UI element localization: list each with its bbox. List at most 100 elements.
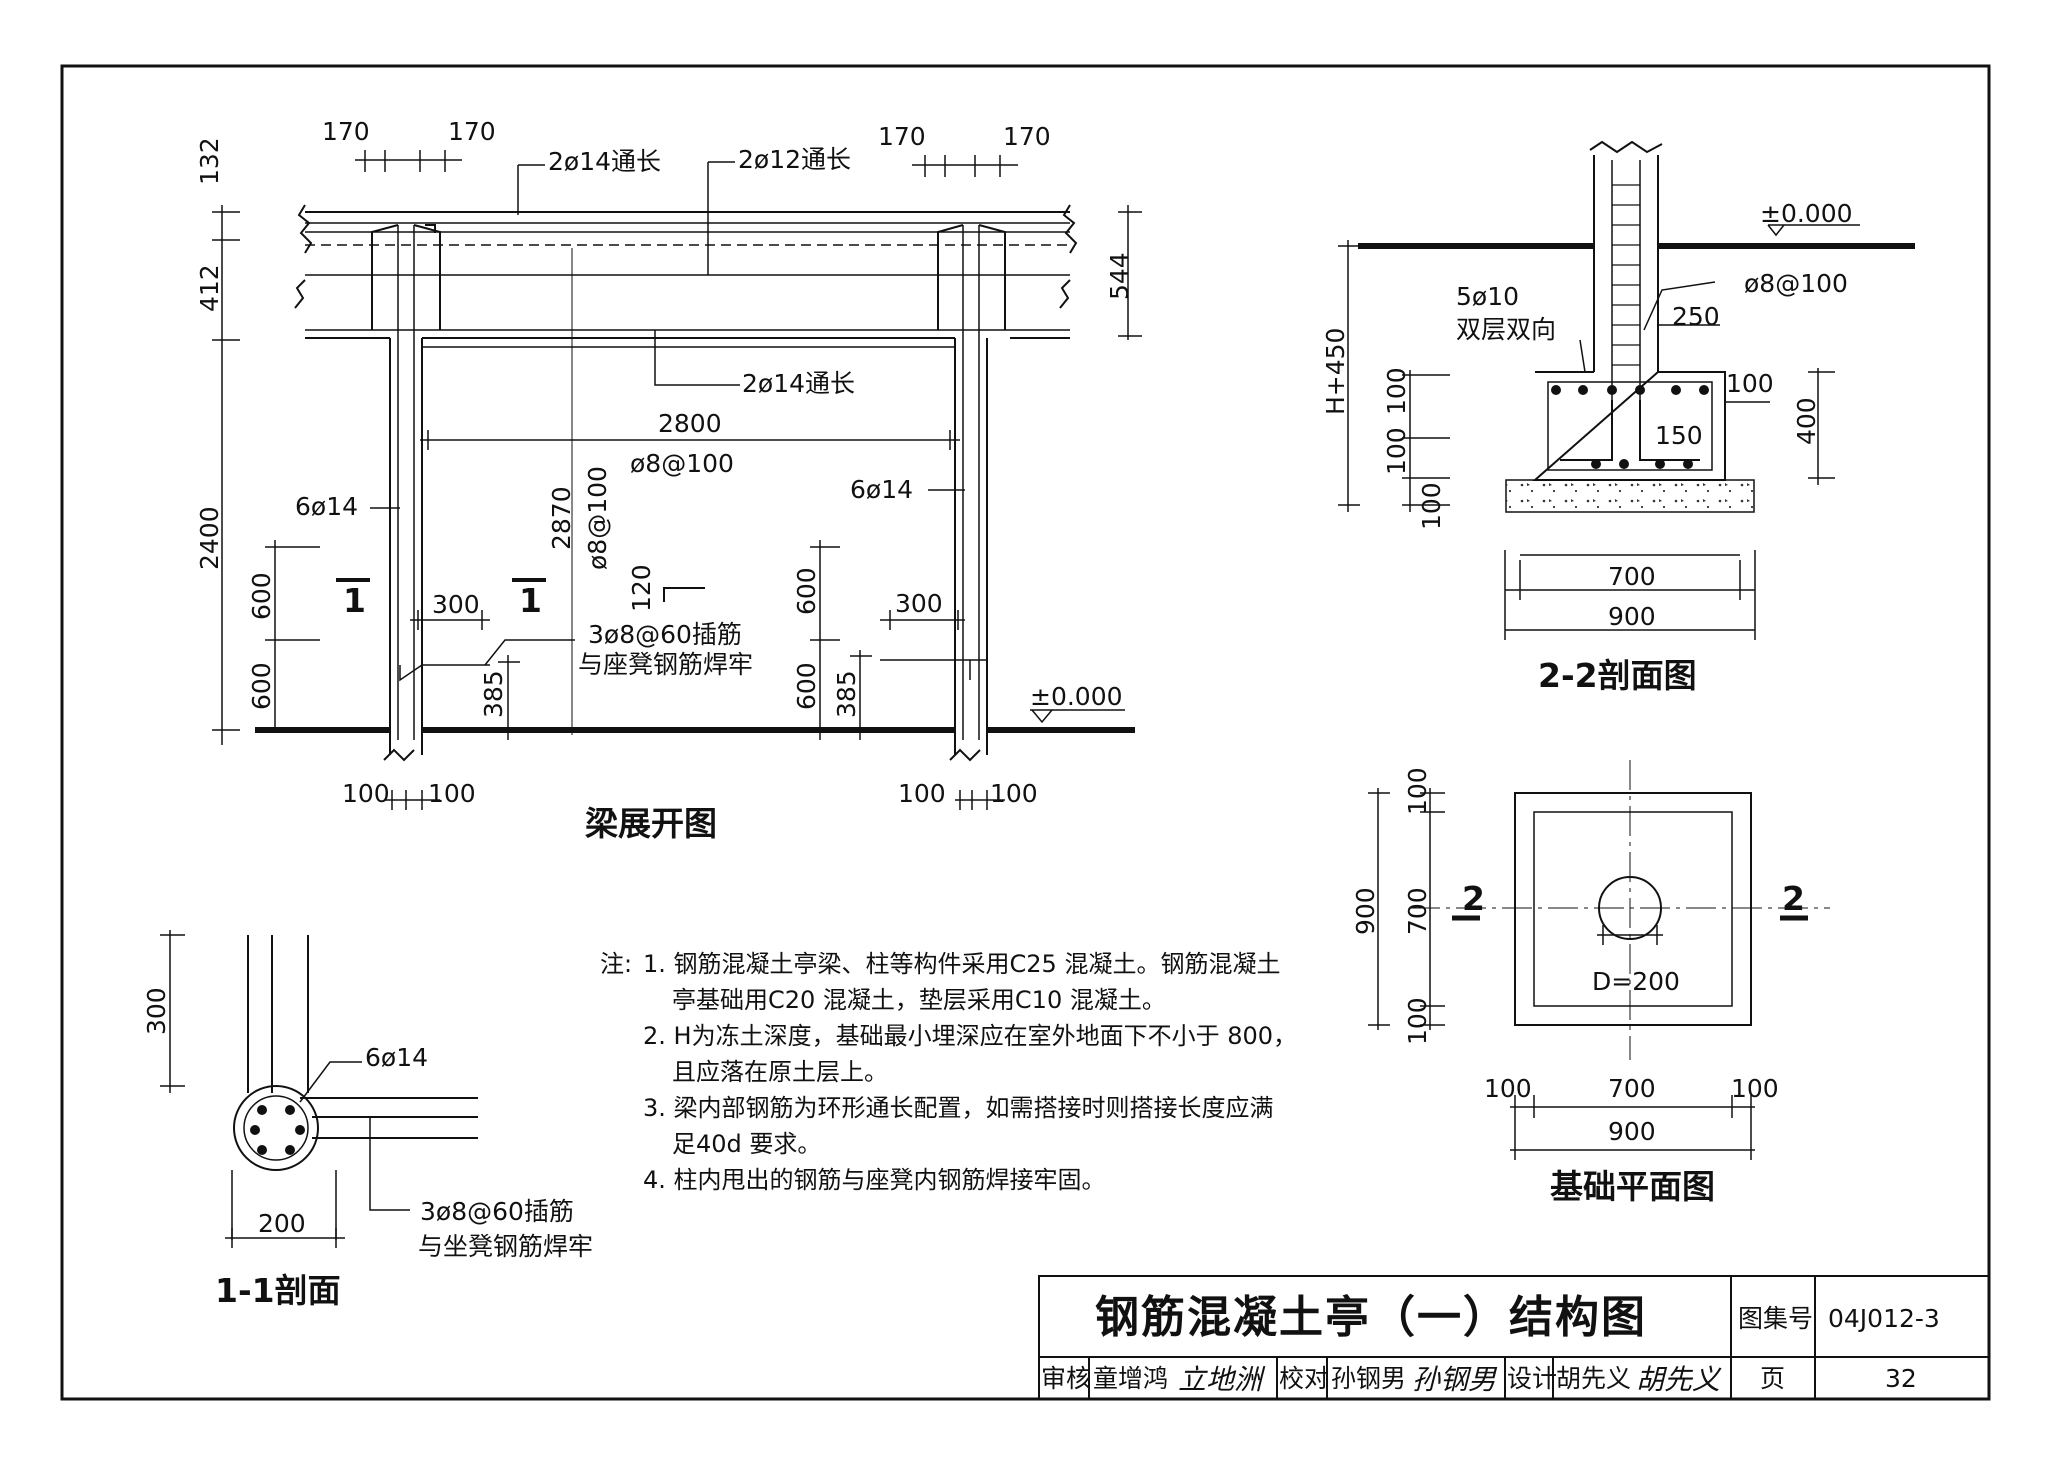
note-line-4: 且应落在原土层上。 <box>672 1058 888 1086</box>
dim-v100-top: 100 <box>1403 767 1432 815</box>
label-diameter: D=200 <box>1592 967 1680 996</box>
section-mark-1-left: 1 <box>343 581 366 620</box>
dim-700-22: 700 <box>1608 562 1656 591</box>
title-beam-elevation: 梁展开图 <box>585 804 717 843</box>
label-stirrup-horizontal: ø8@100 <box>630 449 734 478</box>
section-11-dim-lines <box>160 930 410 1248</box>
title-foundation-plan: 基础平面图 <box>1550 1167 1715 1206</box>
dim-bottom-100-b: 100 <box>428 779 476 808</box>
dim-170-a: 170 <box>322 117 370 146</box>
dim-100-right: 100 <box>1726 369 1774 398</box>
label-elev-zero-22: ±0.000 <box>1760 199 1853 228</box>
dim-150: 150 <box>1655 421 1703 450</box>
dim-h900: 900 <box>1608 1117 1656 1146</box>
label-dowel-line2: 与座凳钢筋焊牢 <box>578 650 753 679</box>
label-rebar-11: 6ø14 <box>365 1043 428 1072</box>
dim-v700: 700 <box>1403 887 1432 935</box>
dim-300-b: 300 <box>895 589 943 618</box>
label-elev-zero-beam: ±0.000 <box>1030 682 1123 711</box>
dim-2400: 2400 <box>195 506 224 570</box>
dim-544: 544 <box>1105 252 1134 300</box>
label-rebar-double: 双层双向 <box>1456 315 1556 344</box>
dim-100-c: 100 <box>1417 482 1446 530</box>
label-dowel-line1: 3ø8@60插筋 <box>588 620 742 649</box>
dim-412: 412 <box>195 264 224 312</box>
note-line-5: 3. 梁内部钢筋为环形通长配置，如需搭接时则搭接长度应满 <box>643 1094 1274 1122</box>
note-line-7: 4. 柱内甩出的钢筋与座凳内钢筋焊接牢固。 <box>643 1166 1106 1194</box>
dim-2800: 2800 <box>658 409 722 438</box>
section-11-texts: 300 6ø14 200 3ø8@60插筋 与坐凳钢筋焊牢 1-1剖面 <box>142 987 593 1310</box>
note-line-2: 亭基础用C20 混凝土，垫层采用C10 混凝土。 <box>672 986 1166 1014</box>
foundation-plan <box>1410 760 1830 1060</box>
dim-v100-bottom: 100 <box>1403 997 1432 1045</box>
dim-600-c: 600 <box>792 567 821 615</box>
check-label: 校对 <box>1279 1364 1329 1393</box>
dim-h100-right: 100 <box>1731 1074 1779 1103</box>
dim-170-d: 170 <box>1003 122 1051 151</box>
dim-600-a: 600 <box>247 572 276 620</box>
drawing-title: 钢筋混凝土亭（一）结构图 <box>1095 1292 1647 1343</box>
dim-170-c: 170 <box>878 122 926 151</box>
section-22-dots <box>1551 385 1709 469</box>
label-dowel-11-line1: 3ø8@60插筋 <box>420 1197 574 1226</box>
dim-132: 132 <box>195 137 224 185</box>
dim-h700: 700 <box>1608 1074 1656 1103</box>
checker-name: 孙钢男 <box>1331 1364 1406 1393</box>
title-section-22: 2-2剖面图 <box>1538 656 1697 695</box>
page-label: 页 <box>1760 1364 1785 1393</box>
page-number: 32 <box>1885 1364 1917 1393</box>
dim-v900: 900 <box>1351 887 1380 935</box>
dim-250: 250 <box>1672 302 1720 331</box>
beam-elevation <box>255 204 1135 762</box>
dim-bottom-100-d: 100 <box>990 779 1038 808</box>
dim-120: 120 <box>627 564 656 612</box>
notes-prefix: 注: <box>600 950 632 978</box>
title-section-11: 1-1剖面 <box>215 1271 341 1310</box>
section-11-bars <box>250 1105 305 1155</box>
label-stirrup-22: ø8@100 <box>1744 269 1848 298</box>
dim-385-a: 385 <box>479 670 508 718</box>
dim-385-b: 385 <box>832 670 861 718</box>
section-22-dim-lines <box>1338 240 1835 640</box>
label-h450: H+450 <box>1321 328 1350 415</box>
reviewer-name: 童增鸿 <box>1093 1364 1168 1393</box>
title-block-texts: 钢筋混凝土亭（一）结构图 图集号 04J012-3 审核 童增鸿 立地洲 校对 … <box>1041 1292 1940 1396</box>
beam-dim-lines <box>212 150 1142 810</box>
dim-900-22: 900 <box>1608 602 1656 631</box>
cut-mark-left: 2 <box>1462 879 1485 918</box>
atlas-number: 04J012-3 <box>1828 1304 1940 1333</box>
label-stirrup-vertical: ø8@100 <box>583 466 612 570</box>
dim-100-a: 100 <box>1382 367 1411 415</box>
review-label: 审核 <box>1041 1364 1091 1393</box>
section-22-texts: ±0.000 5ø10 双层双向 ø8@100 250 100 150 400 … <box>1321 199 1853 695</box>
dim-300-a: 300 <box>432 590 480 619</box>
label-rebar-5010: 5ø10 <box>1456 282 1519 311</box>
dim-bottom-100-c: 100 <box>898 779 946 808</box>
dim-400: 400 <box>1792 397 1821 445</box>
section-22 <box>1358 140 1915 513</box>
section-11 <box>233 935 478 1171</box>
reviewer-signature: 立地洲 <box>1178 1363 1266 1396</box>
label-col-left: 6ø14 <box>295 492 358 521</box>
design-label: 设计 <box>1507 1364 1557 1393</box>
designer-name: 胡先义 <box>1556 1364 1631 1393</box>
dim-200-11: 200 <box>258 1209 306 1238</box>
atlas-label: 图集号 <box>1738 1304 1813 1333</box>
dim-h100-left: 100 <box>1484 1074 1532 1103</box>
cut-mark-right: 2 <box>1782 879 1805 918</box>
dim-bottom-100-a: 100 <box>342 779 390 808</box>
sheet-border <box>60 64 1991 1401</box>
notes: 注: 1. 钢筋混凝土亭梁、柱等构件采用C25 混凝土。钢筋混凝土 亭基础用C2… <box>600 950 1297 1194</box>
beam-texts: 170 170 170 170 2ø14通长 2ø12通长 2ø14通长 132… <box>195 117 1134 843</box>
label-rebar-top-12: 2ø12通长 <box>738 145 851 174</box>
designer-signature: 胡先义 <box>1636 1363 1722 1396</box>
foundation-dim-lines <box>1368 788 1755 1160</box>
label-col-right: 6ø14 <box>850 475 913 504</box>
section-mark-1-right: 1 <box>519 581 542 620</box>
note-line-1: 1. 钢筋混凝土亭梁、柱等构件采用C25 混凝土。钢筋混凝土 <box>643 950 1280 978</box>
label-rebar-bot-14: 2ø14通长 <box>742 369 855 398</box>
note-line-3: 2. H为冻土深度，基础最小埋深应在室外地面下不小于 800， <box>643 1022 1297 1050</box>
label-rebar-top-14: 2ø14通长 <box>548 147 661 176</box>
dim-2870: 2870 <box>547 486 576 550</box>
